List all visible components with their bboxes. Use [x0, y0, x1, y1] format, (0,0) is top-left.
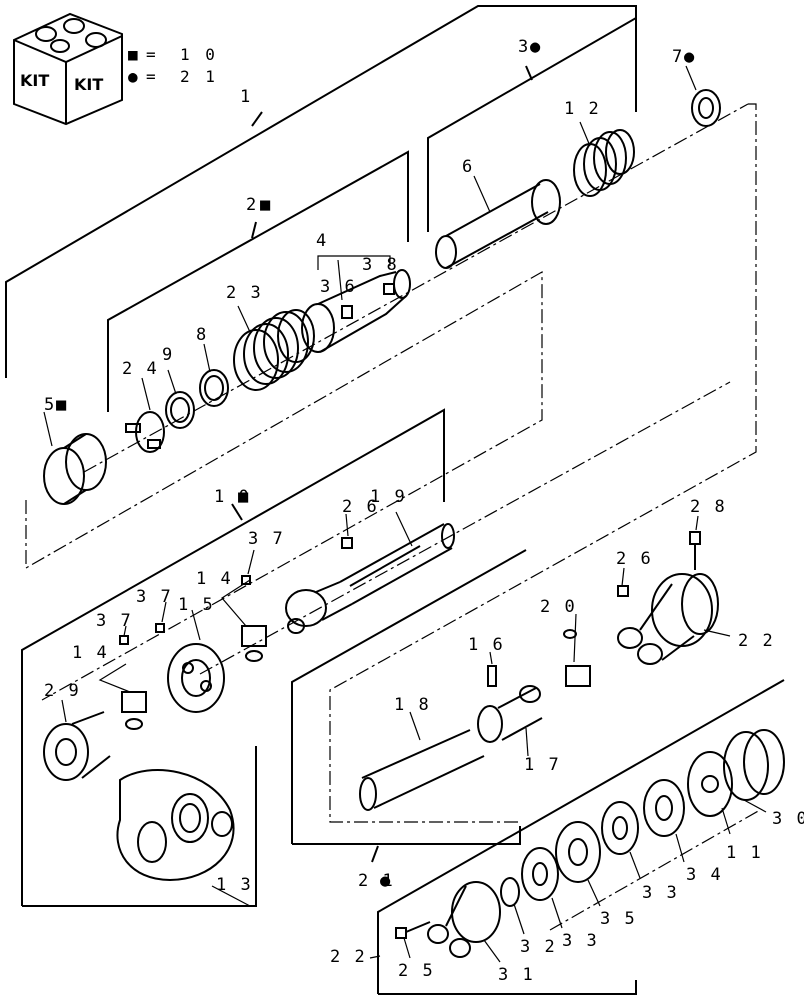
marker-2-square: ■ [260, 195, 272, 215]
part-5-bearing-ring [43, 433, 107, 505]
part-16-pin [487, 665, 497, 687]
callout-22b: 2 2 [330, 947, 367, 967]
callout-12: 1 2 [564, 99, 601, 119]
callout-33a: 3 3 [642, 883, 679, 903]
marker-3-circle: ● [530, 37, 542, 57]
legend-square-equals: = [146, 45, 159, 64]
marker-21-circle: ● [380, 871, 392, 891]
legend-square-symbol: ■ [128, 45, 141, 64]
part-29-yoke [43, 711, 111, 781]
kit-box-icon [13, 12, 123, 126]
marker-5-square: ■ [56, 395, 68, 415]
part-13-detail [116, 769, 235, 882]
callout-1: 1 [240, 87, 252, 107]
callout-4: 4 [316, 231, 328, 251]
callout-37c: 3 7 [96, 611, 133, 631]
callout-24: 2 4 [122, 359, 159, 379]
callout-10: 1 0 [214, 487, 251, 507]
bracket-10 [21, 408, 445, 906]
callout-21: 2 1 [358, 871, 395, 891]
callout-9: 9 [162, 345, 174, 365]
bracket-21 [291, 549, 527, 844]
callout-32: 3 2 [520, 937, 557, 957]
part-32-bushing [500, 877, 520, 907]
part-17-yoke [477, 685, 543, 743]
part-7-clip [691, 89, 721, 127]
callout-34: 3 4 [686, 865, 723, 885]
part-14-cross-upper [241, 625, 267, 662]
callout-5: 5 [44, 395, 56, 415]
callout-23: 2 3 [226, 283, 263, 303]
callout-13: 1 3 [216, 875, 253, 895]
part-14-cross-lower [121, 691, 147, 730]
callout-36: 3 6 [320, 277, 357, 297]
legend-square-value: 1 0 [180, 45, 218, 64]
part-34-disc [643, 779, 685, 837]
part-33-disc-upper [601, 801, 639, 855]
kit-badge-right: KIT [74, 75, 103, 94]
bracket-22 [377, 679, 785, 994]
part-8-ring [199, 369, 229, 407]
part-18-shaft [359, 729, 485, 811]
legend-circle-equals: = [146, 67, 159, 86]
part-26-nut-upper [341, 537, 353, 549]
callout-8: 8 [196, 325, 208, 345]
part-33-disc-lower [521, 847, 559, 901]
callout-26a: 2 6 [342, 497, 379, 517]
kit-badge-left: KIT [20, 71, 49, 90]
part-6-tube [435, 179, 561, 269]
callout-14b: 1 4 [72, 643, 109, 663]
part-31-flange-yoke [427, 881, 501, 958]
callout-15: 1 5 [178, 595, 215, 615]
marker-7-circle: ● [684, 47, 696, 67]
part-24-clip [125, 411, 165, 453]
part-4-guard-cone [301, 269, 411, 353]
callout-16: 1 6 [468, 635, 505, 655]
part-25-bolt [395, 921, 431, 939]
callout-22a: 2 2 [738, 631, 775, 651]
bracket-2 [107, 150, 409, 412]
callout-20: 2 0 [540, 597, 577, 617]
part-37-b [155, 623, 165, 633]
callout-18: 1 8 [394, 695, 431, 715]
marker-10-square: ■ [238, 487, 250, 507]
legend-circle-value: 2 1 [180, 67, 218, 86]
part-23-bellow [233, 309, 315, 391]
callout-28: 2 8 [690, 497, 727, 517]
part-15-cv-body [167, 643, 225, 713]
callout-17: 1 7 [524, 755, 561, 775]
callout-29: 2 9 [44, 681, 81, 701]
callout-31: 3 1 [498, 965, 535, 985]
callout-35: 3 5 [600, 909, 637, 929]
part-30-cup [723, 729, 785, 801]
part-20-cross [563, 629, 591, 687]
callout-19: 1 9 [370, 487, 407, 507]
part-37-c [119, 635, 129, 645]
part-yoke-upper [285, 581, 353, 634]
callout-6: 6 [462, 157, 474, 177]
callout-3: 3 [518, 37, 530, 57]
legend-circle-symbol: ● [128, 67, 141, 86]
callout-37b: 3 7 [136, 587, 173, 607]
part-22-clutch [617, 573, 719, 665]
part-35-hub [555, 821, 601, 883]
callout-14a: 1 4 [196, 569, 233, 589]
part-12-bellow [573, 129, 635, 197]
part-11-plate [687, 751, 733, 817]
callout-2: 2 [246, 195, 258, 215]
part-9-ring [165, 391, 195, 429]
callout-30: 3 0 [772, 809, 804, 829]
part-19-shaft [339, 523, 455, 605]
callout-7: 7 [672, 47, 684, 67]
part-28-bolt [689, 531, 701, 570]
callout-37a: 3 7 [248, 529, 285, 549]
part-26-nut-lower [617, 585, 629, 597]
callout-26b: 2 6 [616, 549, 653, 569]
callout-25: 2 5 [398, 961, 435, 981]
callout-38: 3 8 [362, 255, 399, 275]
callout-33b: 3 3 [562, 931, 599, 951]
callout-11: 1 1 [726, 843, 763, 863]
